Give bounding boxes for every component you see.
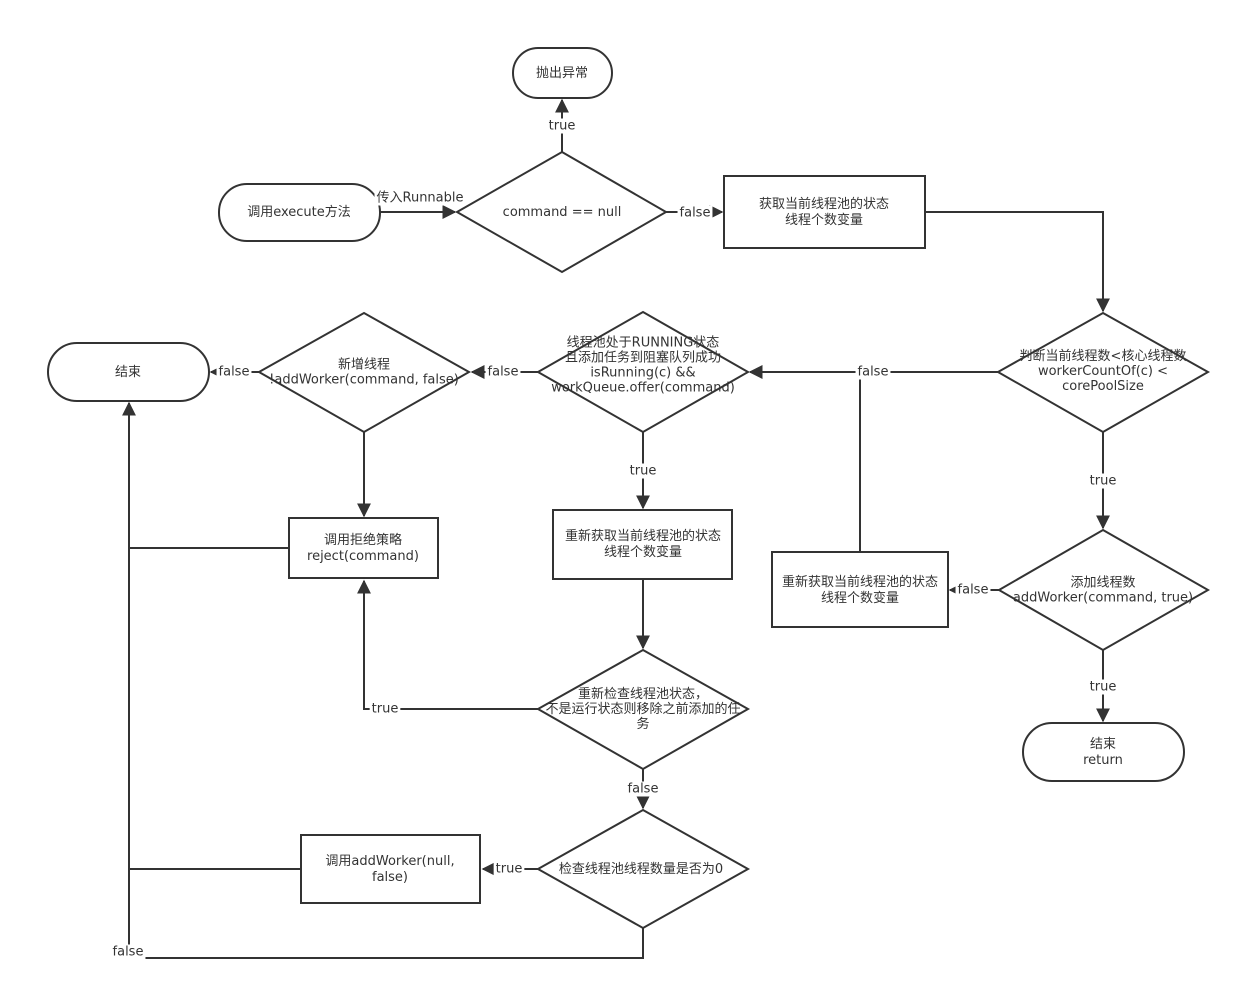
- node-text-line: 重新获取当前线程池的状态: [782, 574, 938, 590]
- node-text-line: 调用execute方法: [247, 204, 351, 220]
- edge-label-background: [216, 364, 252, 380]
- edge-label-background: [955, 582, 991, 598]
- node-text-line: workerCountOf(c) <: [1038, 364, 1168, 379]
- new-worker-text: 新增线程!addWorker(command, false): [269, 356, 459, 387]
- end-text: 结束: [115, 365, 141, 380]
- node-text-line: 添加线程数: [1070, 575, 1135, 590]
- node-text-line: 判断当前线程数<核心线程数: [1020, 348, 1187, 364]
- node-text-line: 检查线程池线程数量是否为0: [559, 862, 723, 877]
- end-return-terminal: [1022, 722, 1185, 782]
- label-addcore-false: false: [958, 583, 989, 598]
- node-text-line: 线程个数变量: [785, 212, 863, 228]
- node-text-line: workQueue.offer(command): [551, 380, 735, 395]
- label-null-false: false: [680, 206, 711, 221]
- node-text-line: 线程个数变量: [604, 544, 682, 560]
- node-text-line: 调用拒绝策略: [324, 532, 402, 548]
- node-text-line: 务: [636, 716, 649, 732]
- edge-label-background: [1087, 473, 1119, 489]
- node-text-line: 不是运行状态则移除之前添加的任: [545, 701, 740, 717]
- node-text-line: 结束: [1090, 737, 1116, 752]
- node-text-line: corePoolSize: [1062, 379, 1144, 394]
- edge-label-background: [110, 944, 146, 960]
- throw-exception-text: 抛出异常: [536, 66, 588, 81]
- node-text-line: 调用addWorker(null,: [325, 854, 454, 869]
- end-terminal: [47, 342, 210, 402]
- edge-label-background: [855, 364, 891, 380]
- node-text-line: false): [372, 870, 408, 885]
- node-text-line: 结束: [115, 365, 141, 380]
- edge-label-background: [677, 205, 713, 221]
- add-worker-null-text: 调用addWorker(null,false): [325, 854, 454, 885]
- node-text-line: addWorker(command, true): [1013, 590, 1193, 605]
- new-worker-decision: [256, 311, 472, 434]
- reget-state-right-process: [771, 551, 949, 628]
- running-check-decision: [535, 310, 751, 434]
- node-text-line: 新增线程: [338, 356, 390, 372]
- recheck-decision: [535, 648, 751, 771]
- node-text-line: 重新获取当前线程池的状态: [565, 528, 721, 544]
- node-text-line: isRunning(c) &&: [590, 365, 695, 380]
- get-state-text: 获取当前线程池的状态线程个数变量: [759, 196, 889, 228]
- zero-check-decision: [535, 808, 751, 930]
- edge-label-background: [546, 118, 578, 134]
- reget-state-right-text: 重新获取当前线程池的状态线程个数变量: [782, 574, 938, 606]
- label-running-false: false: [488, 365, 519, 380]
- label-core-true: true: [1090, 474, 1117, 489]
- core-check-decision: [995, 311, 1211, 434]
- call-execute-text: 调用execute方法: [247, 204, 351, 220]
- label-recheck-true: true: [372, 702, 399, 717]
- edge-label-background: [1087, 679, 1119, 695]
- edge-recheck-true-to-reject: [357, 579, 538, 710]
- zero-check-text: 检查线程池线程数量是否为0: [559, 862, 723, 877]
- node-text-line: reject(command): [307, 549, 419, 564]
- label-addcore-true: true: [1090, 680, 1117, 695]
- label-null-true: true: [549, 119, 576, 134]
- node-text-line: 线程个数变量: [821, 590, 899, 606]
- edge-label-background: [374, 190, 466, 206]
- throw-exception-terminal: [512, 47, 613, 99]
- null-check-text: command == null: [503, 205, 622, 220]
- label-newworker-false: false: [219, 365, 250, 380]
- label-runnable: 传入Runnable: [377, 191, 464, 206]
- reget-state-mid-process: [552, 509, 733, 580]
- label-zero-false: false: [113, 945, 144, 960]
- node-text-line: 线程池处于RUNNING状态: [567, 335, 720, 350]
- label-running-true: true: [630, 464, 657, 479]
- edge-label-background: [485, 364, 521, 380]
- edge-label-background: [369, 701, 401, 717]
- get-state-process: [723, 175, 926, 249]
- edge-label-background: [625, 781, 661, 797]
- null-check-decision: [454, 150, 669, 274]
- reget-state-mid-text: 重新获取当前线程池的状态线程个数变量: [565, 528, 721, 560]
- label-zero-true: true: [496, 862, 523, 877]
- label-recheck-false: false: [628, 782, 659, 797]
- edge-label-background: [493, 861, 525, 877]
- node-text-line: !addWorker(command, false): [269, 372, 459, 387]
- add-worker-null-process: [300, 834, 481, 904]
- label-core-false: false: [858, 365, 889, 380]
- edge-zero-false-to-end: [122, 401, 644, 959]
- node-text-line: 且添加任务到阻塞队列成功: [565, 349, 721, 365]
- node-text-line: return: [1083, 753, 1123, 768]
- recheck-text: 重新检查线程池状态，不是运行状态则移除之前添加的任务: [545, 686, 740, 732]
- edge-label-background: [627, 463, 659, 479]
- edge-get-state-to-core-check: [925, 211, 1110, 313]
- node-text-line: 获取当前线程池的状态: [759, 196, 889, 212]
- node-text-line: command == null: [503, 205, 622, 220]
- reject-process: [288, 517, 439, 579]
- call-execute-terminal: [218, 183, 381, 242]
- node-text-line: 重新检查线程池状态，: [578, 686, 708, 702]
- add-worker-core-decision: [996, 528, 1211, 652]
- node-text-line: 抛出异常: [536, 66, 588, 81]
